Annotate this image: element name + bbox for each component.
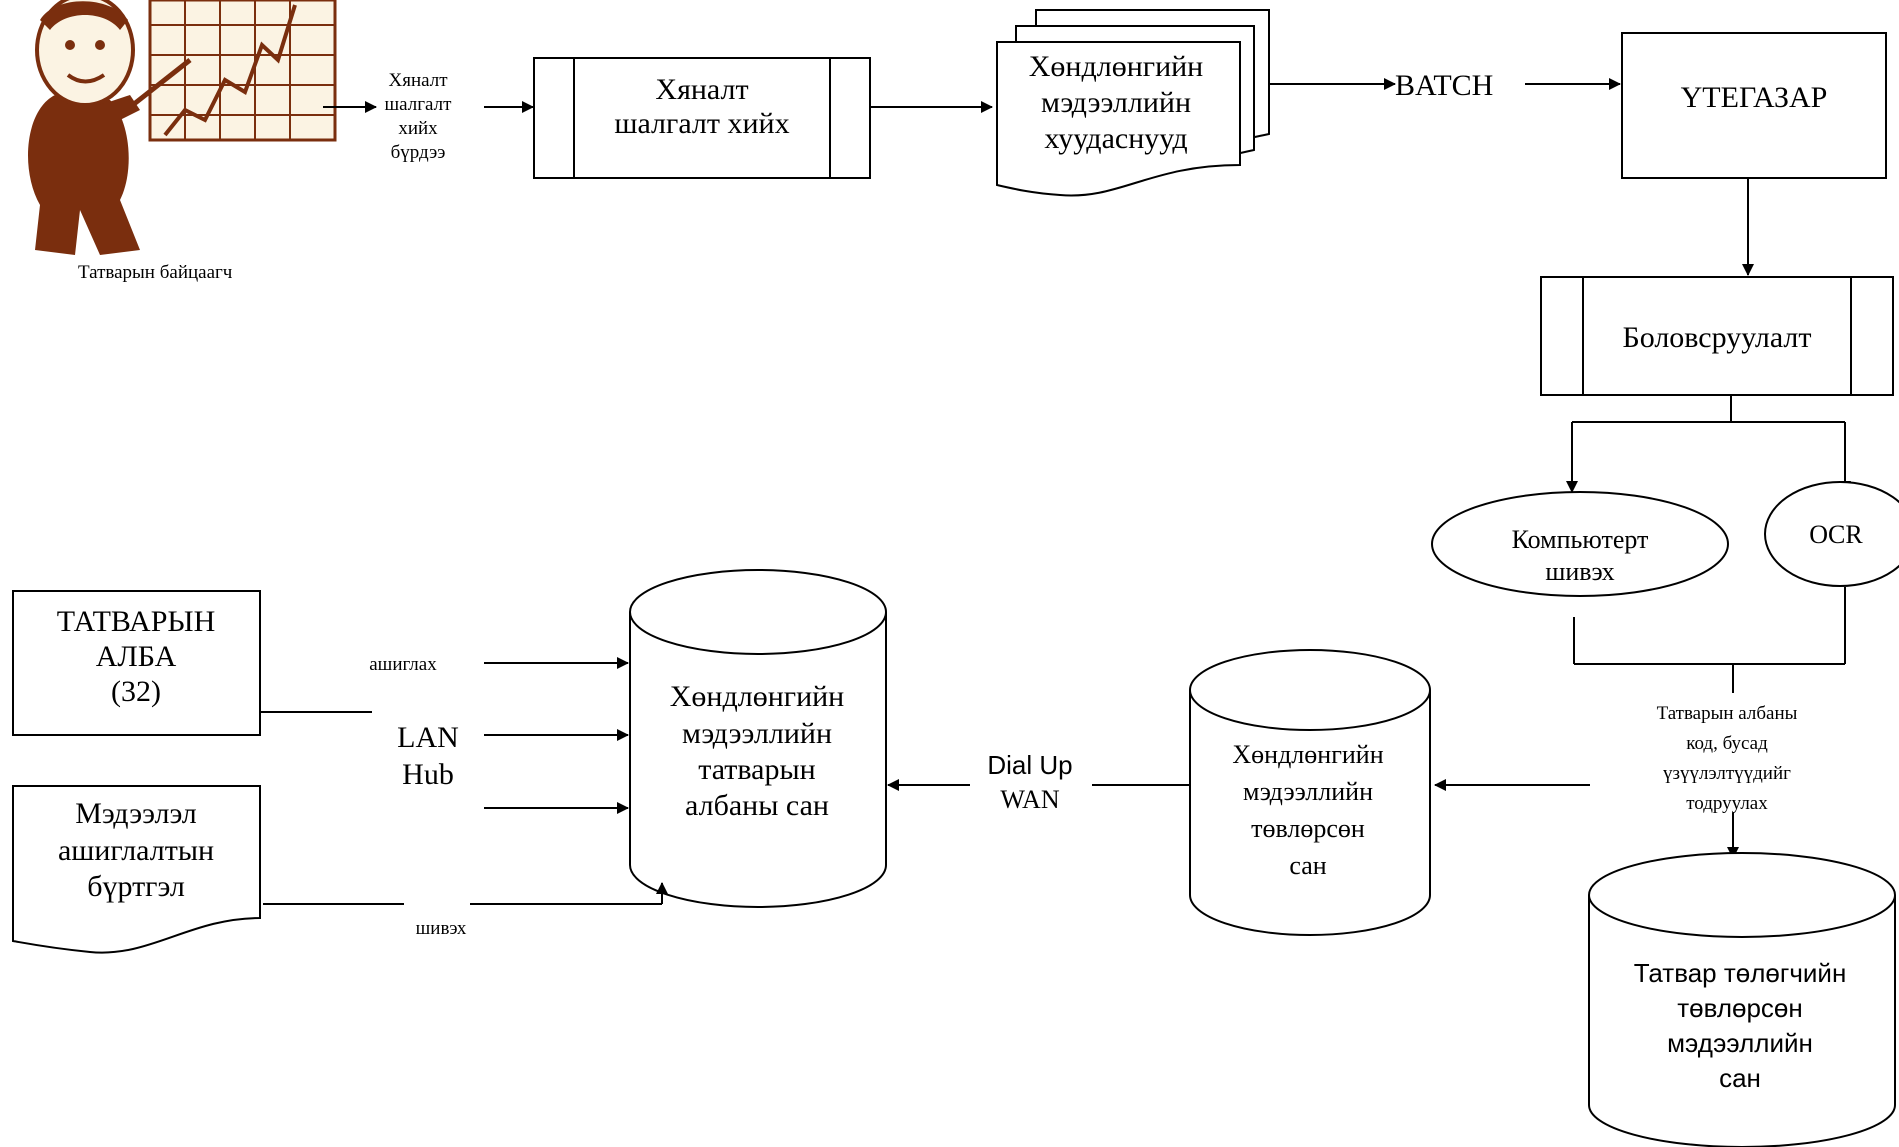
svg-text:Мэдээлэл: Мэдээлэл	[75, 797, 197, 830]
dial-up-wan-label: Dial Up WAN	[987, 750, 1072, 814]
batch-label: BATCH	[1395, 69, 1493, 102]
svg-text:хуудаснууд: хуудаснууд	[1044, 122, 1187, 155]
svg-text:код, бусад: код, бусад	[1686, 733, 1768, 754]
figure-body	[27, 95, 140, 255]
computer-entry-ellipse: Компьютерт шивэх	[1431, 491, 1729, 597]
figure-hand	[100, 95, 140, 125]
svg-text:шивэх: шивэх	[1545, 557, 1614, 586]
process-check-box: Хяналт шалгалт хийх	[533, 57, 871, 179]
svg-text:Татвар төлөгчийн: Татвар төлөгчийн	[1634, 958, 1847, 988]
usage-register-doc: Мэдээлэл ашиглалтын бүртгэл	[12, 785, 261, 954]
svg-text:LAN: LAN	[397, 721, 459, 754]
svg-text:Боловсруулалт: Боловсруулалт	[1622, 321, 1811, 354]
svg-text:(32): (32)	[111, 675, 161, 708]
svg-text:хийх: хийх	[398, 118, 438, 139]
entry-label: шивэх	[416, 918, 467, 939]
tax-office-code-note: Татварын албаны код, бусад үзүүлэлтүүдий…	[1657, 703, 1798, 814]
svg-text:төвлөрсөн: төвлөрсөн	[1677, 993, 1803, 1023]
svg-text:мэдээллийн: мэдээллийн	[1041, 86, 1191, 119]
svg-text:мэдээллийн: мэдээллийн	[682, 717, 832, 750]
svg-text:сан: сан	[1719, 1063, 1761, 1093]
svg-text:шалгалт: шалгалт	[385, 94, 453, 115]
svg-text:бүртгэл: бүртгэл	[87, 870, 185, 903]
svg-text:WAN: WAN	[1000, 785, 1059, 814]
processing-box: Боловсруулалт	[1540, 276, 1894, 396]
check-report-label: Хяналт шалгалт хийх бүрдээ	[385, 70, 453, 163]
svg-text:Компьютерт: Компьютерт	[1512, 525, 1649, 554]
svg-text:ТАТВАРЫН: ТАТВАРЫН	[57, 605, 215, 638]
svg-text:үзүүлэлтүүдийг: үзүүлэлтүүдийг	[1663, 763, 1791, 784]
svg-text:Татварын албаны: Татварын албаны	[1657, 703, 1798, 724]
figure-head	[35, 0, 135, 107]
chart-trend-line	[163, 4, 297, 137]
svg-text:мэдээллийн: мэдээллийн	[1667, 1028, 1813, 1058]
svg-text:Hub: Hub	[402, 758, 454, 791]
svg-text:сан: сан	[1289, 851, 1326, 880]
svg-text:шалгалт хийх: шалгалт хийх	[614, 107, 789, 140]
lan-hub-label: LAN Hub	[397, 721, 459, 791]
registry-box: ҮТЕГАЗАР	[1621, 32, 1887, 179]
svg-text:АЛБА: АЛБА	[96, 640, 177, 673]
svg-text:ашиглалтын: ашиглалтын	[58, 834, 214, 867]
svg-text:Хөндлөнгийн: Хөндлөнгийн	[670, 680, 844, 713]
svg-text:Хяналт: Хяналт	[655, 73, 748, 106]
ocr-ellipse: OCR	[1764, 481, 1899, 587]
office-db: Хөндлөнгийн мэдээллийн татварын албаны с…	[629, 569, 887, 908]
svg-text:татварын: татварын	[698, 753, 815, 786]
svg-text:OCR: OCR	[1809, 520, 1863, 549]
use-label: ашиглах	[369, 654, 437, 675]
svg-text:төвлөрсөн: төвлөрсөн	[1251, 814, 1365, 843]
svg-text:Хөндлөнгийн: Хөндлөнгийн	[1029, 50, 1203, 83]
tax-office-box: ТАТВАРЫН АЛБА (32)	[12, 590, 261, 736]
independent-pages-doc: Хөндлөнгийн мэдээллийн хуудаснууд	[996, 9, 1270, 197]
inspector-clipart	[27, 0, 337, 255]
svg-text:ҮТЕГАЗАР: ҮТЕГАЗАР	[1681, 81, 1828, 114]
central-independent-db: Хөндлөнгийн мэдээллийн төвлөрсөн сан	[1189, 649, 1431, 936]
svg-text:бүрдээ: бүрдээ	[391, 142, 446, 163]
svg-text:мэдээллийн: мэдээллийн	[1243, 777, 1373, 806]
central-taxpayer-db: Татвар төлөгчийн төвлөрсөн мэдээллийн са…	[1588, 852, 1896, 1147]
svg-text:Хяналт: Хяналт	[388, 70, 448, 91]
svg-text:Хөндлөнгийн: Хөндлөнгийн	[1232, 740, 1383, 769]
svg-text:тодруулах: тодруулах	[1686, 793, 1768, 814]
svg-text:Dial Up: Dial Up	[987, 750, 1072, 780]
inspector-caption: Татварын байцаагч	[78, 262, 233, 283]
svg-text:албаны сан: албаны сан	[685, 789, 829, 822]
